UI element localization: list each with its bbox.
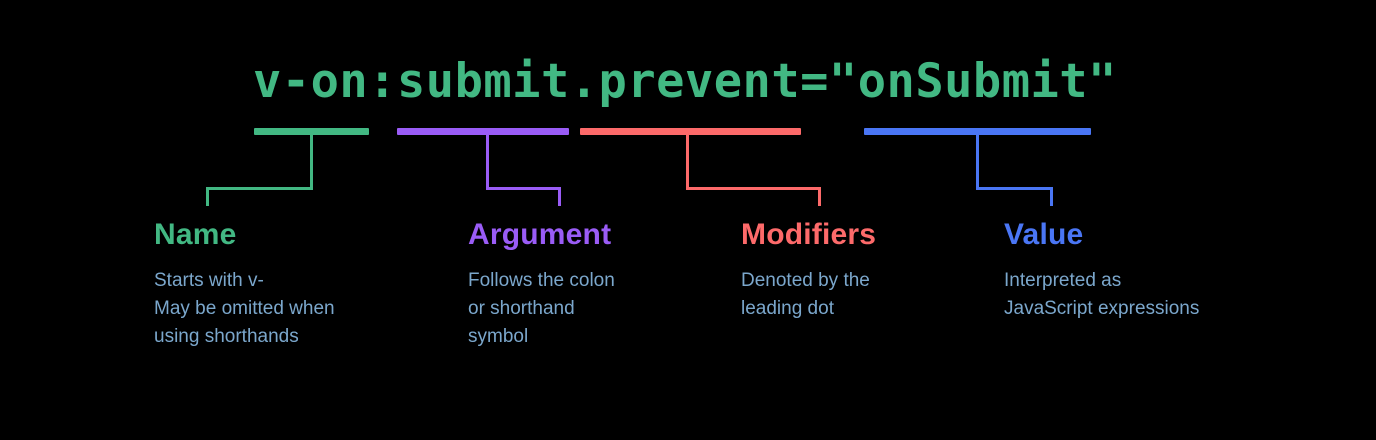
underline-bar-name [254, 128, 369, 135]
underline-bar-modifiers [580, 128, 801, 135]
connector-name [206, 134, 313, 206]
legend-title-argument: Argument [468, 218, 612, 251]
legend-description-argument: Follows the colon or shorthand symbol [468, 269, 615, 347]
connector-argument [486, 134, 561, 206]
connector-modifiers [686, 134, 821, 206]
legend-description-name: Starts with v- May be omitted when using… [154, 269, 335, 347]
legend-title-name: Name [154, 218, 237, 251]
legend-title-modifiers: Modifiers [741, 218, 877, 251]
legend-column-modifiers: Modifiers Denoted by the leading dot [741, 218, 981, 323]
legend-column-argument: Argument Follows the colon or shorthand … [468, 218, 718, 351]
legend-column-value: Value Interpreted as JavaScript expressi… [1004, 218, 1304, 323]
legend-description-value: Interpreted as JavaScript expressions [1004, 269, 1200, 319]
connector-value [976, 134, 1053, 206]
legend-description-modifiers: Denoted by the leading dot [741, 269, 870, 319]
underline-bar-value [864, 128, 1091, 135]
underline-bar-argument [397, 128, 569, 135]
code-expression: v-on:submit.prevent="onSubmit" [253, 54, 1117, 109]
legend-column-name: Name Starts with v- May be omitted when … [154, 218, 454, 351]
legend-title-value: Value [1004, 218, 1084, 251]
